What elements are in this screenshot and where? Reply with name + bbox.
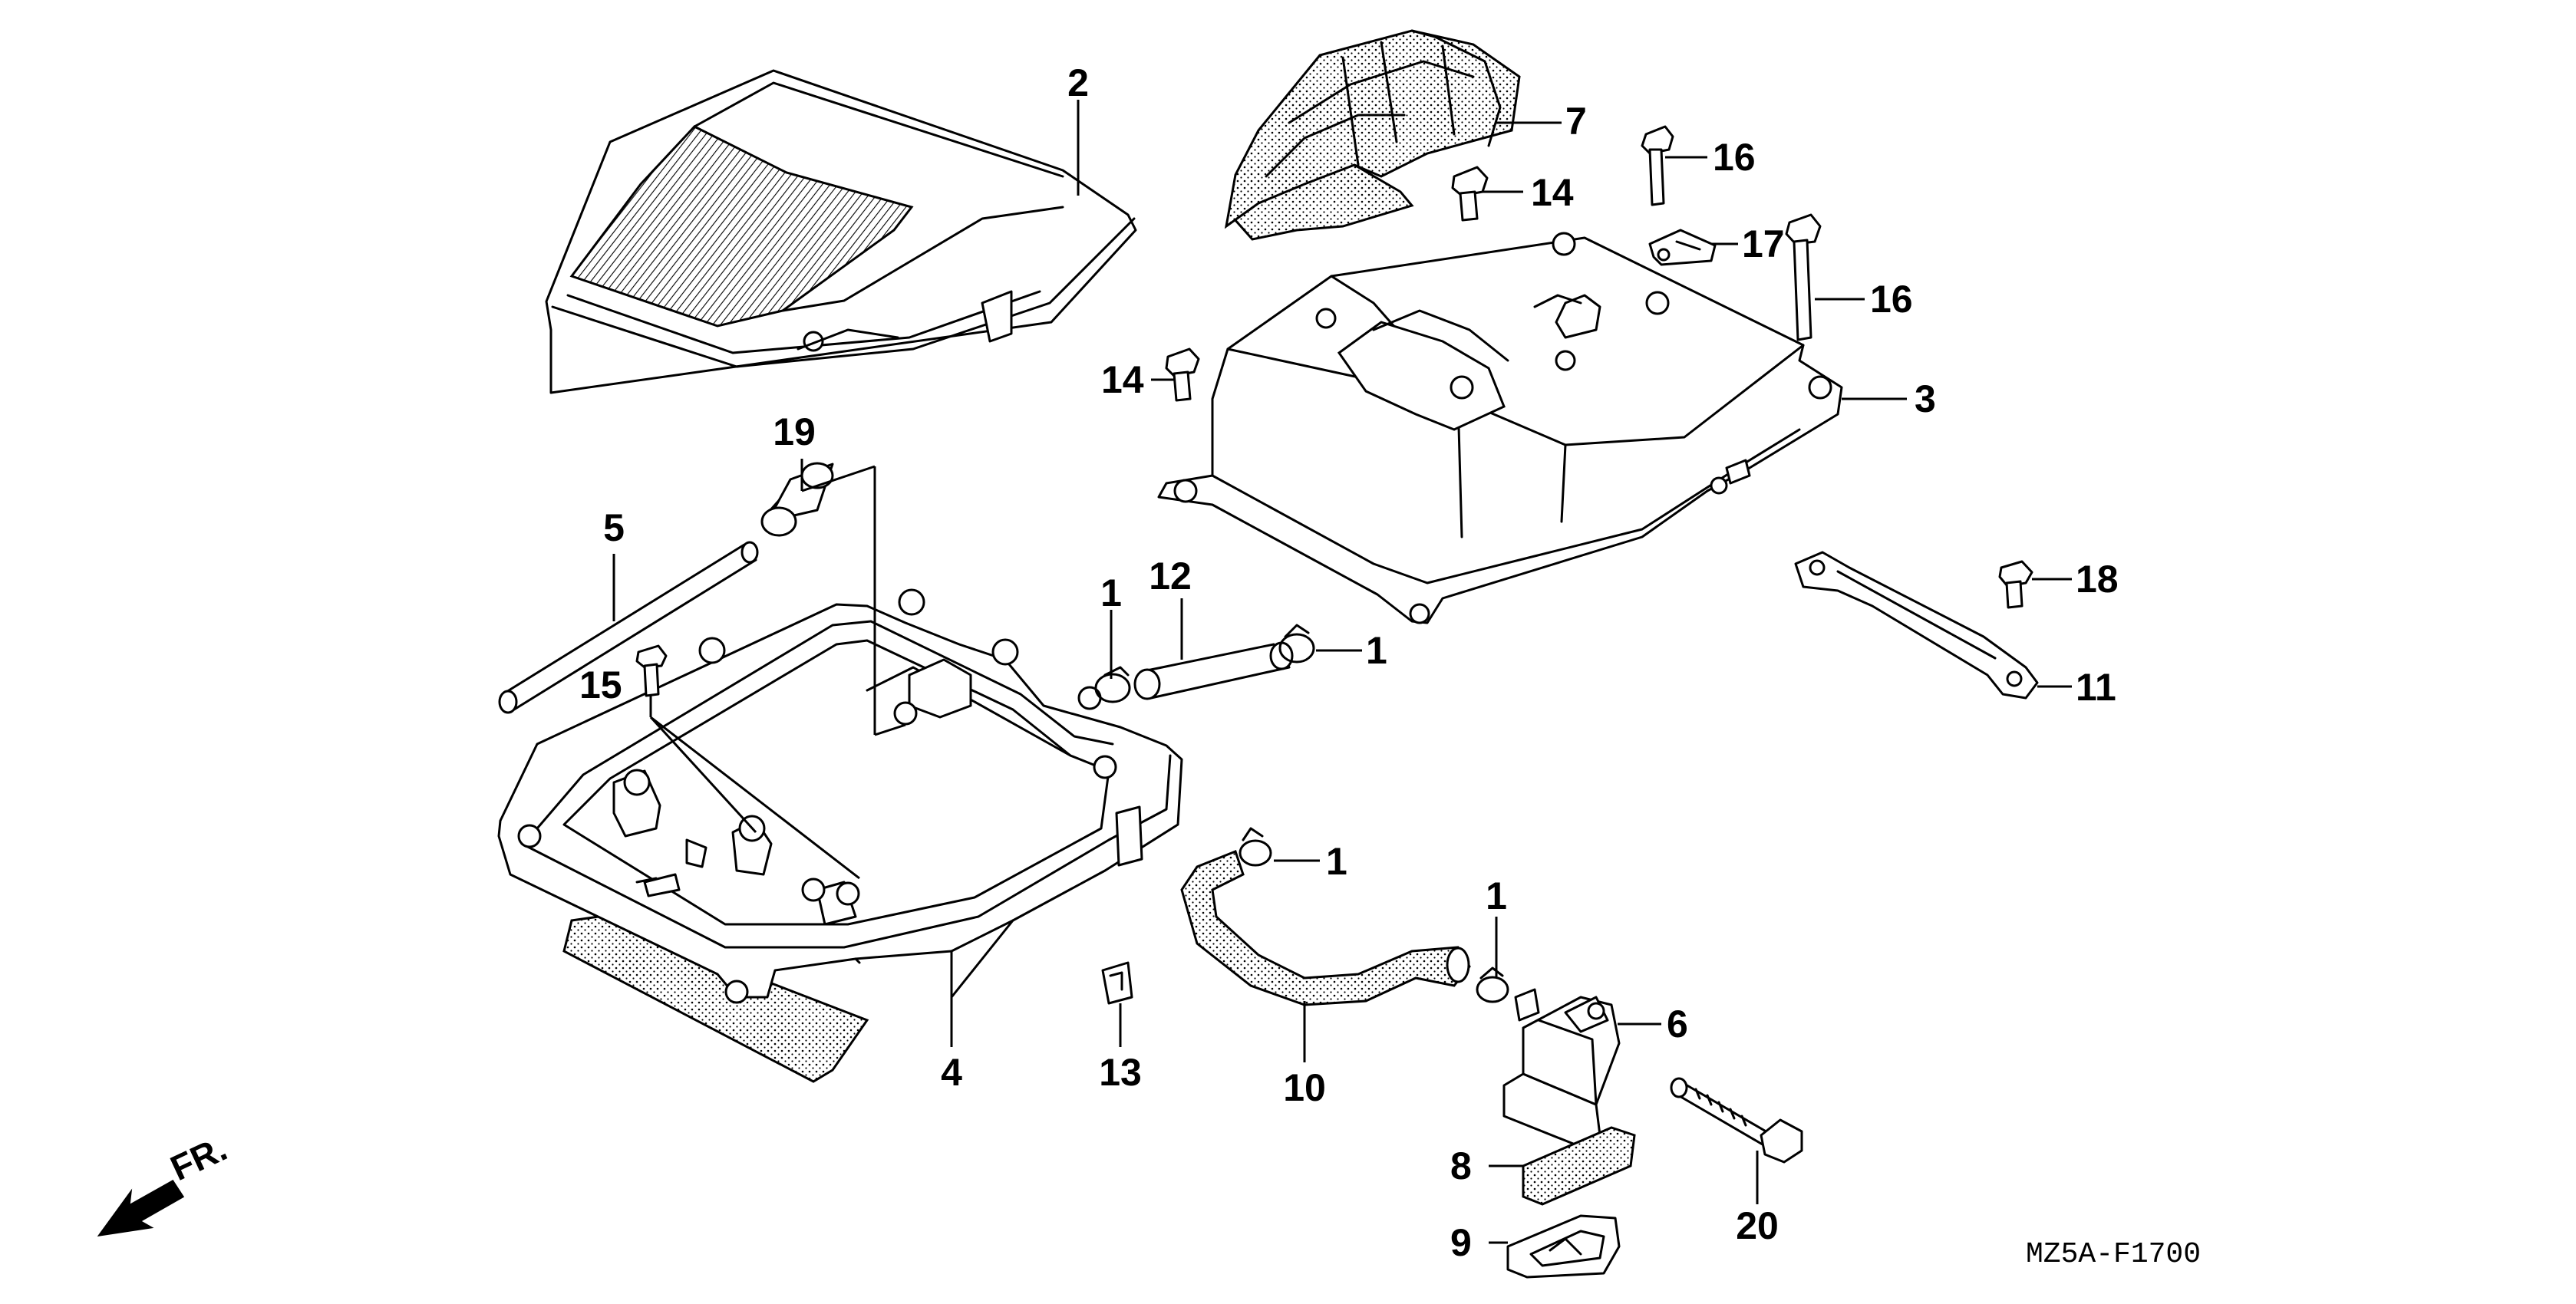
clip-parts xyxy=(1094,624,1509,1003)
label-3: 3 xyxy=(1915,377,1936,420)
air-cleaner-case-part xyxy=(497,588,1183,1083)
label-13: 13 xyxy=(1099,1051,1142,1094)
small-bolt-parts xyxy=(1165,166,1489,402)
front-direction-arrow: FR. xyxy=(97,1128,233,1237)
label-4: 4 xyxy=(941,1051,962,1094)
label-19: 19 xyxy=(773,410,816,453)
small-clip-part xyxy=(1101,961,1133,1005)
label-20: 20 xyxy=(1736,1204,1779,1247)
label-12: 12 xyxy=(1149,555,1192,598)
label-18: 18 xyxy=(2076,558,2119,601)
cap-part xyxy=(760,462,834,537)
label-11: 11 xyxy=(2076,666,2116,709)
long-bolt-parts xyxy=(1641,125,1822,341)
clip-17-part xyxy=(1648,229,1717,266)
label-5: 5 xyxy=(603,506,625,549)
label-1c: 1 xyxy=(1326,840,1347,883)
label-14b: 14 xyxy=(1101,358,1144,401)
hose-part xyxy=(1180,850,1471,1006)
label-10: 10 xyxy=(1283,1066,1326,1109)
part-labels: 2 7 16 14 17 16 3 14 19 5 15 1 12 1 18 1… xyxy=(579,61,2119,1264)
air-funnel-part xyxy=(1224,29,1521,241)
label-15: 15 xyxy=(579,664,622,706)
pad-part xyxy=(1522,1126,1636,1206)
label-7: 7 xyxy=(1565,100,1587,143)
screw-part xyxy=(635,644,668,697)
leader-lines xyxy=(612,100,2072,1244)
drain-tube-part xyxy=(498,541,759,714)
label-1b: 1 xyxy=(1366,629,1387,672)
label-2: 2 xyxy=(1067,61,1089,104)
air-cleaner-cover-part xyxy=(545,69,1137,394)
label-1d: 1 xyxy=(1486,874,1507,917)
label-6: 6 xyxy=(1667,1003,1688,1046)
stay-part xyxy=(1794,551,2039,700)
breather-tube-part xyxy=(1133,641,1294,700)
sensor-part xyxy=(1502,988,1621,1148)
label-16b: 16 xyxy=(1870,278,1913,321)
label-9: 9 xyxy=(1450,1221,1472,1264)
label-8: 8 xyxy=(1450,1144,1472,1187)
label-1a: 1 xyxy=(1100,571,1122,614)
bolt-part xyxy=(1670,1077,1803,1164)
holder-part xyxy=(1506,1214,1621,1279)
label-14a: 14 xyxy=(1531,171,1574,214)
label-16a: 16 xyxy=(1713,136,1756,179)
screw-18-part xyxy=(1998,560,2033,609)
air-cleaner-housing-part xyxy=(1157,232,1843,624)
diagram-code: MZ5A-F1700 xyxy=(2026,1238,2201,1271)
label-17: 17 xyxy=(1742,222,1785,265)
front-label: FR. xyxy=(164,1128,233,1188)
